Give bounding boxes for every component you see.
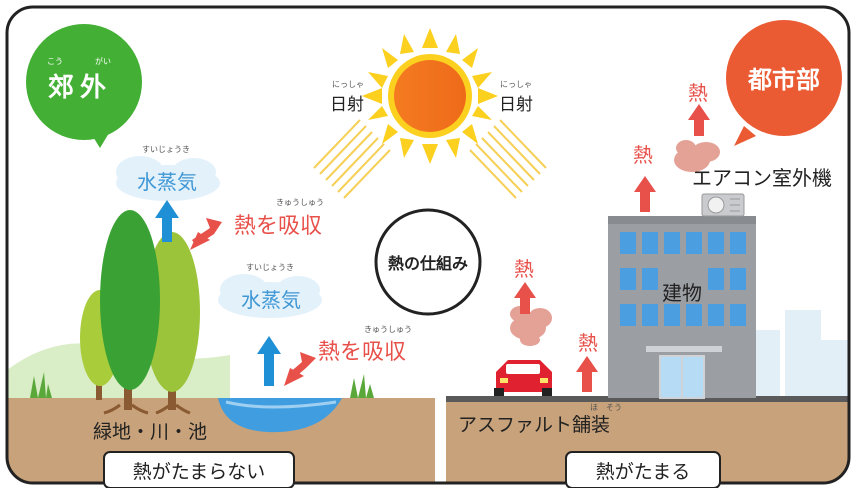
trees-illustration (30, 210, 374, 415)
steam-arrow-1 (155, 200, 179, 242)
city-ground-ruby-2: そう (606, 403, 622, 412)
suburb-badge-label: 郊外 (48, 72, 112, 103)
aircon-label: エアコン室外機 (692, 166, 832, 190)
heat-label-4: 熱 (578, 331, 598, 355)
frame-border (5, 5, 851, 485)
absorb-arrow-1 (190, 218, 222, 250)
building-label: 建物 (662, 281, 702, 305)
heat-arrow-4 (576, 356, 598, 392)
steam-arrow-2 (257, 336, 281, 386)
city-result-box: 熱がたまる (565, 451, 721, 489)
heat-label-1: 熱 (688, 81, 708, 105)
heat-arrow-3 (514, 282, 536, 314)
city-badge: 都市部 (726, 20, 842, 146)
sun-icon (362, 28, 498, 164)
heat-label-2: 熱 (633, 143, 653, 167)
city-ground-label: アスファルト舗装 (458, 414, 610, 436)
sun-label-right: 日射 (499, 95, 533, 115)
absorb-1-ruby: きゅうしゅう (276, 198, 324, 207)
center-title-badge: 熱の仕組み (374, 208, 482, 316)
absorb-arrow-2 (284, 352, 316, 386)
steam-2-ruby: すいじょうき (246, 263, 294, 272)
city-ground-ruby-1: ほ (590, 403, 598, 412)
heat-cloud-aircon (674, 140, 720, 172)
heat-arrow-2 (634, 176, 656, 212)
heat-arrow-1 (688, 104, 710, 136)
city-badge-label: 都市部 (747, 66, 820, 94)
absorb-2-label: 熱を吸収 (318, 340, 406, 365)
sun-label-left-ruby: にっしゃ (332, 80, 364, 89)
car-icon (494, 360, 552, 396)
suburb-badge-ruby-2: がい (95, 56, 111, 66)
sun-label-left: 日射 (330, 95, 364, 115)
city-result: 熱がたまる (596, 461, 690, 483)
sunlight-rays-right (469, 119, 547, 199)
building-illustration (608, 216, 756, 399)
center-title: 熱の仕組み (388, 254, 468, 273)
suburb-badge: こう がい 郊外 (26, 24, 142, 148)
steam-2-label: 水蒸気 (241, 288, 301, 312)
suburb-result-box: 熱がたまらない (103, 451, 295, 489)
suburb-result: 熱がたまらない (133, 461, 265, 483)
absorb-1-label: 熱を吸収 (234, 214, 322, 239)
aircon-unit-icon (701, 193, 745, 217)
steam-1-ruby: すいじょうき (142, 145, 190, 154)
sun-label-right-ruby: にっしゃ (500, 80, 532, 89)
suburb-badge-ruby-1: こう (47, 57, 63, 66)
absorb-2-ruby: きゅうしゅう (364, 325, 412, 334)
sunlight-rays-left (313, 119, 391, 199)
cloud-2 (218, 274, 322, 318)
suburb-ground-label: 緑地・川・池 (93, 421, 207, 443)
cloud-1 (116, 156, 220, 201)
steam-1-label: 水蒸気 (137, 170, 197, 194)
heat-label-3: 熱 (514, 257, 534, 281)
asphalt (446, 396, 849, 402)
